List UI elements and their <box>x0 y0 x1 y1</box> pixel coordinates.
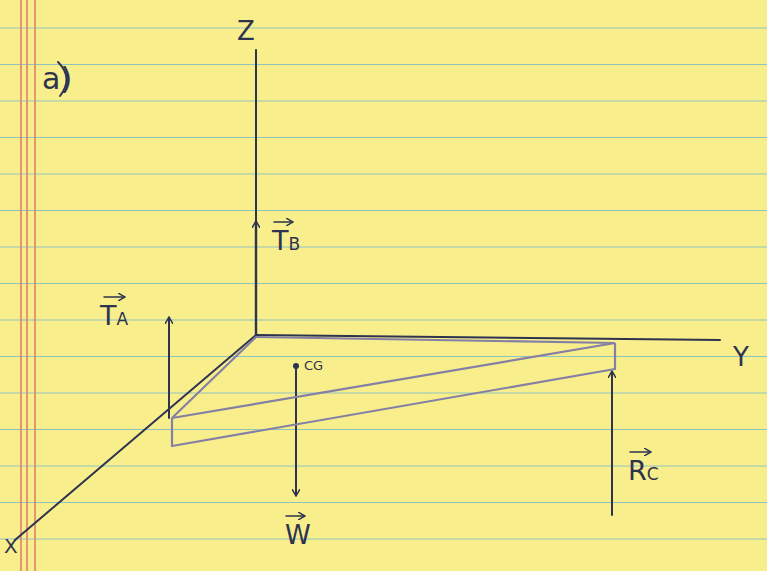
axis-label: Z <box>237 18 255 44</box>
force-tb <box>255 222 257 335</box>
vector-mark <box>630 451 650 453</box>
axis-label: X <box>4 536 18 556</box>
cg-dot <box>293 363 299 369</box>
point-label: CG <box>304 359 323 372</box>
force-ta <box>168 318 170 418</box>
plate <box>172 337 615 447</box>
part-label: a) <box>42 64 72 94</box>
vector-mark <box>104 296 124 298</box>
axis-label: Y <box>733 344 749 370</box>
force-label: TA <box>100 302 128 329</box>
force-rc <box>611 372 613 515</box>
vector-mark <box>274 221 292 223</box>
z-axis <box>255 50 257 335</box>
force-label: TB <box>272 227 300 254</box>
force-label: RC <box>628 457 659 484</box>
force-w <box>295 368 297 495</box>
vector-mark <box>286 515 304 517</box>
force-label: W <box>285 522 311 548</box>
